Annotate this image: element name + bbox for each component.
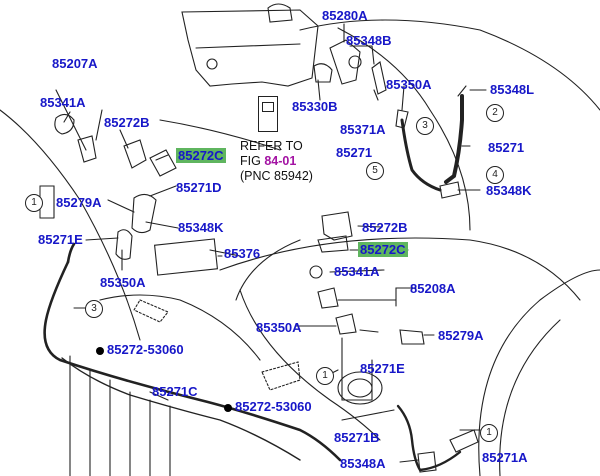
bullet-marker-b: [224, 404, 232, 412]
part-85350A-left[interactable]: 85350A: [100, 275, 146, 290]
part-85348L[interactable]: 85348L: [490, 82, 535, 97]
hose-right-85271: [400, 118, 442, 192]
part-85280A[interactable]: 85280A: [322, 8, 368, 23]
part-85341A-mid[interactable]: 85341A: [334, 264, 380, 279]
part-85350A-top[interactable]: 85350A: [386, 77, 432, 92]
refer-note: REFER TO FIG 84-01 (PNC 85942): [240, 139, 313, 184]
reservoir-cap: [267, 3, 293, 23]
part-85279A-right[interactable]: 85279A: [438, 328, 484, 343]
part-85207A[interactable]: 85207A: [52, 56, 98, 71]
part-85341A-left[interactable]: 85341A: [40, 95, 86, 110]
part-85271E-low[interactable]: 85271E: [360, 361, 405, 376]
ref-part-icon: [258, 96, 278, 132]
part-85271C[interactable]: 85271C: [152, 384, 198, 399]
part-85348K-right[interactable]: 85348K: [486, 183, 532, 198]
part-85271A[interactable]: 85271A: [482, 450, 528, 465]
callout-1-mid: 1: [316, 367, 334, 385]
callout-3-left: 3: [85, 300, 103, 318]
callout-2: 2: [486, 104, 504, 122]
part-85350A-low[interactable]: 85350A: [256, 320, 302, 335]
callout-1-low: 1: [480, 424, 498, 442]
hose-right-vertical: [444, 94, 464, 184]
pump-body: [131, 193, 157, 234]
part-85271-mid[interactable]: 85271: [336, 145, 373, 160]
part-85272B-mid[interactable]: 85272B: [362, 220, 408, 235]
part-85348A[interactable]: 85348A: [340, 456, 386, 471]
ref-part-icon-detail: [262, 102, 274, 112]
part-85376: [153, 238, 219, 276]
refer-line3: (PNC 85942): [240, 169, 313, 183]
reservoir-tank: [181, 9, 319, 87]
part-85272C-mid-label: 85272C: [358, 242, 408, 257]
hose-85271B: [396, 404, 462, 472]
bullet-marker-a: [96, 347, 104, 355]
callout-5: 5: [366, 162, 384, 180]
callout-1-left: 1: [25, 194, 43, 212]
callout-3-right: 3: [416, 117, 434, 135]
part-85271E-left[interactable]: 85271E: [38, 232, 83, 247]
part-85272C-top[interactable]: 85272C: [176, 148, 226, 163]
part-85272-53060-b[interactable]: 85272-53060: [235, 399, 312, 414]
headlamp: [337, 371, 383, 405]
callout-4: 4: [486, 166, 504, 184]
part-85330B[interactable]: 85330B: [292, 99, 338, 114]
refer-fig-prefix: FIG: [240, 154, 261, 168]
refer-line2: FIG 84-01: [240, 154, 313, 169]
part-85272C-mid[interactable]: 85272C: [358, 242, 408, 257]
part-85272C-top-label: 85272C: [176, 148, 226, 163]
refer-line1: REFER TO: [240, 139, 303, 153]
hood-outline: [299, 19, 600, 111]
hose-left: [43, 260, 342, 462]
part-85279A-left[interactable]: 85279A: [56, 195, 102, 210]
part-85271B[interactable]: 85271B: [334, 430, 380, 445]
part-85271-right[interactable]: 85271: [488, 140, 525, 155]
part-85272B-top[interactable]: 85272B: [104, 115, 150, 130]
part-85272-53060-a[interactable]: 85272-53060: [107, 342, 184, 357]
refer-fig-link[interactable]: 84-01: [264, 154, 297, 168]
part-85208A[interactable]: 85208A: [410, 281, 456, 296]
part-85348K-mid[interactable]: 85348K: [178, 220, 224, 235]
part-85376[interactable]: 85376: [224, 246, 261, 261]
part-85348B[interactable]: 85348B: [346, 33, 392, 48]
part-85271D[interactable]: 85271D: [176, 180, 222, 195]
part-85371A[interactable]: 85371A: [340, 122, 386, 137]
hose-85271C: [61, 357, 301, 461]
wheel-arch: [478, 269, 600, 476]
